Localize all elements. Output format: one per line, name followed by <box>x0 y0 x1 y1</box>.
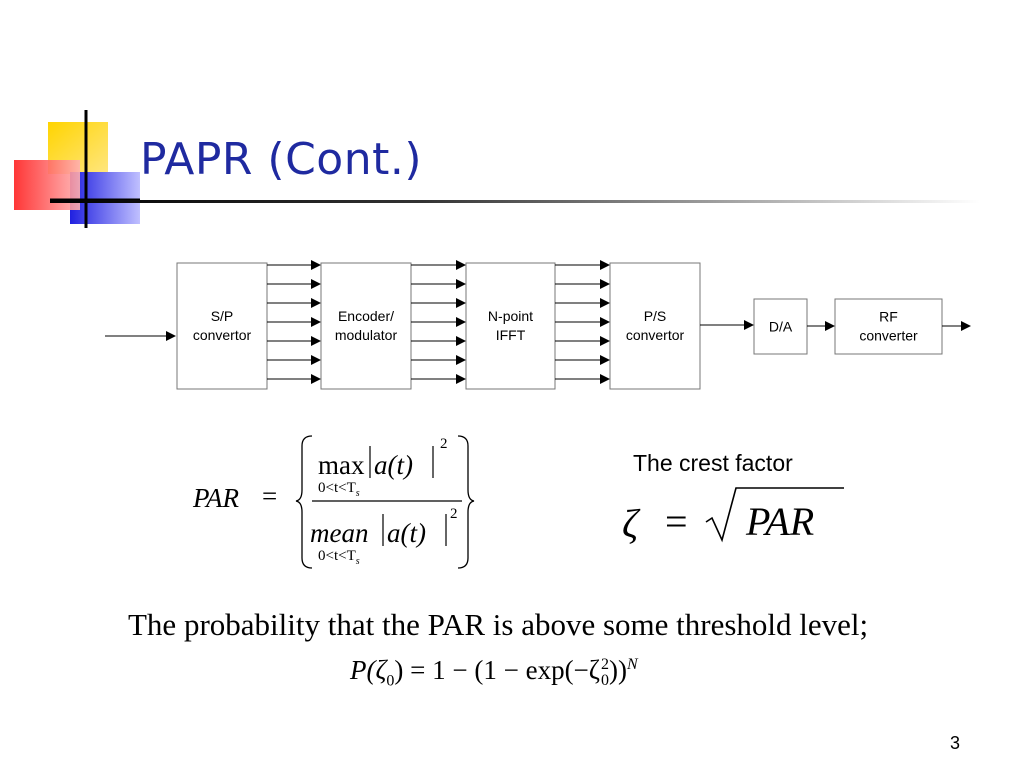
prob-sub0b: 0 <box>600 671 609 689</box>
numerator-exponent: 2 <box>440 436 448 452</box>
block-sp <box>176 262 268 390</box>
zeta-symbol: ζ <box>622 501 639 546</box>
block-enc <box>320 262 412 390</box>
numerator-a-of-t: a(t) <box>374 450 413 480</box>
block-enc-label-1: Encoder/ <box>338 308 394 324</box>
denominator-exponent: 2 <box>450 506 458 522</box>
block-sp-label-1: S/P <box>211 308 234 324</box>
par-brackets <box>295 435 475 569</box>
title-decoration <box>14 110 140 228</box>
block-ifft-label-1: N-point <box>488 308 533 324</box>
blue-square <box>70 172 140 224</box>
block-sp-label-2: convertor <box>193 327 252 343</box>
slide-title: PAPR (Cont.) <box>140 134 423 185</box>
max-operator: max <box>318 450 365 480</box>
constraint-subscript: s <box>355 488 360 499</box>
denominator-constraint: 0<t<Ts <box>318 548 360 567</box>
title-underline <box>50 200 980 203</box>
sqrt-argument: PAR <box>746 499 815 544</box>
block-enc-label-2: modulator <box>335 327 398 343</box>
block-ps-label-2: convertor <box>626 327 685 343</box>
block-rf <box>834 298 943 355</box>
constraint-text: 0<t<T <box>318 480 356 496</box>
prob-close: )) <box>608 655 627 685</box>
prob-lhs: P(ζ <box>350 655 387 685</box>
block-ps <box>609 262 701 390</box>
par-lhs: PAR <box>193 483 239 513</box>
par-equals: = <box>262 481 278 511</box>
constraint-text-2: 0<t<T <box>318 548 356 564</box>
prob-mid: ) = 1 − (1 − exp(−ζ <box>394 655 600 685</box>
probability-sentence: The probability that the PAR is above so… <box>128 607 869 642</box>
block-da-label-1: D/A <box>769 319 793 335</box>
crest-equals: = <box>665 499 688 544</box>
prob-supN: N <box>626 656 638 673</box>
prob-sub0: 0 <box>386 672 395 690</box>
denominator-a-of-t: a(t) <box>387 518 426 548</box>
crest-factor-label: The crest factor <box>633 450 793 476</box>
block-rf-label-1: RF <box>879 309 898 325</box>
block-da <box>753 298 808 355</box>
block-ifft-label-2: IFFT <box>496 327 526 343</box>
block-ifft <box>465 262 556 390</box>
mean-operator: mean <box>310 518 369 548</box>
block-ps-label-1: P/S <box>644 308 667 324</box>
sqrt-symbol <box>705 487 844 543</box>
numerator-constraint: 0<t<Ts <box>318 480 360 499</box>
page-number: 3 <box>950 733 961 753</box>
block-rf-label-2: converter <box>859 328 918 344</box>
constraint-subscript-2: s <box>355 556 360 567</box>
ofdm-block-diagram: S/P convertor Encoder/modulator N-pointIFFT… <box>105 260 971 390</box>
prob-sup2: 2 <box>600 655 609 673</box>
